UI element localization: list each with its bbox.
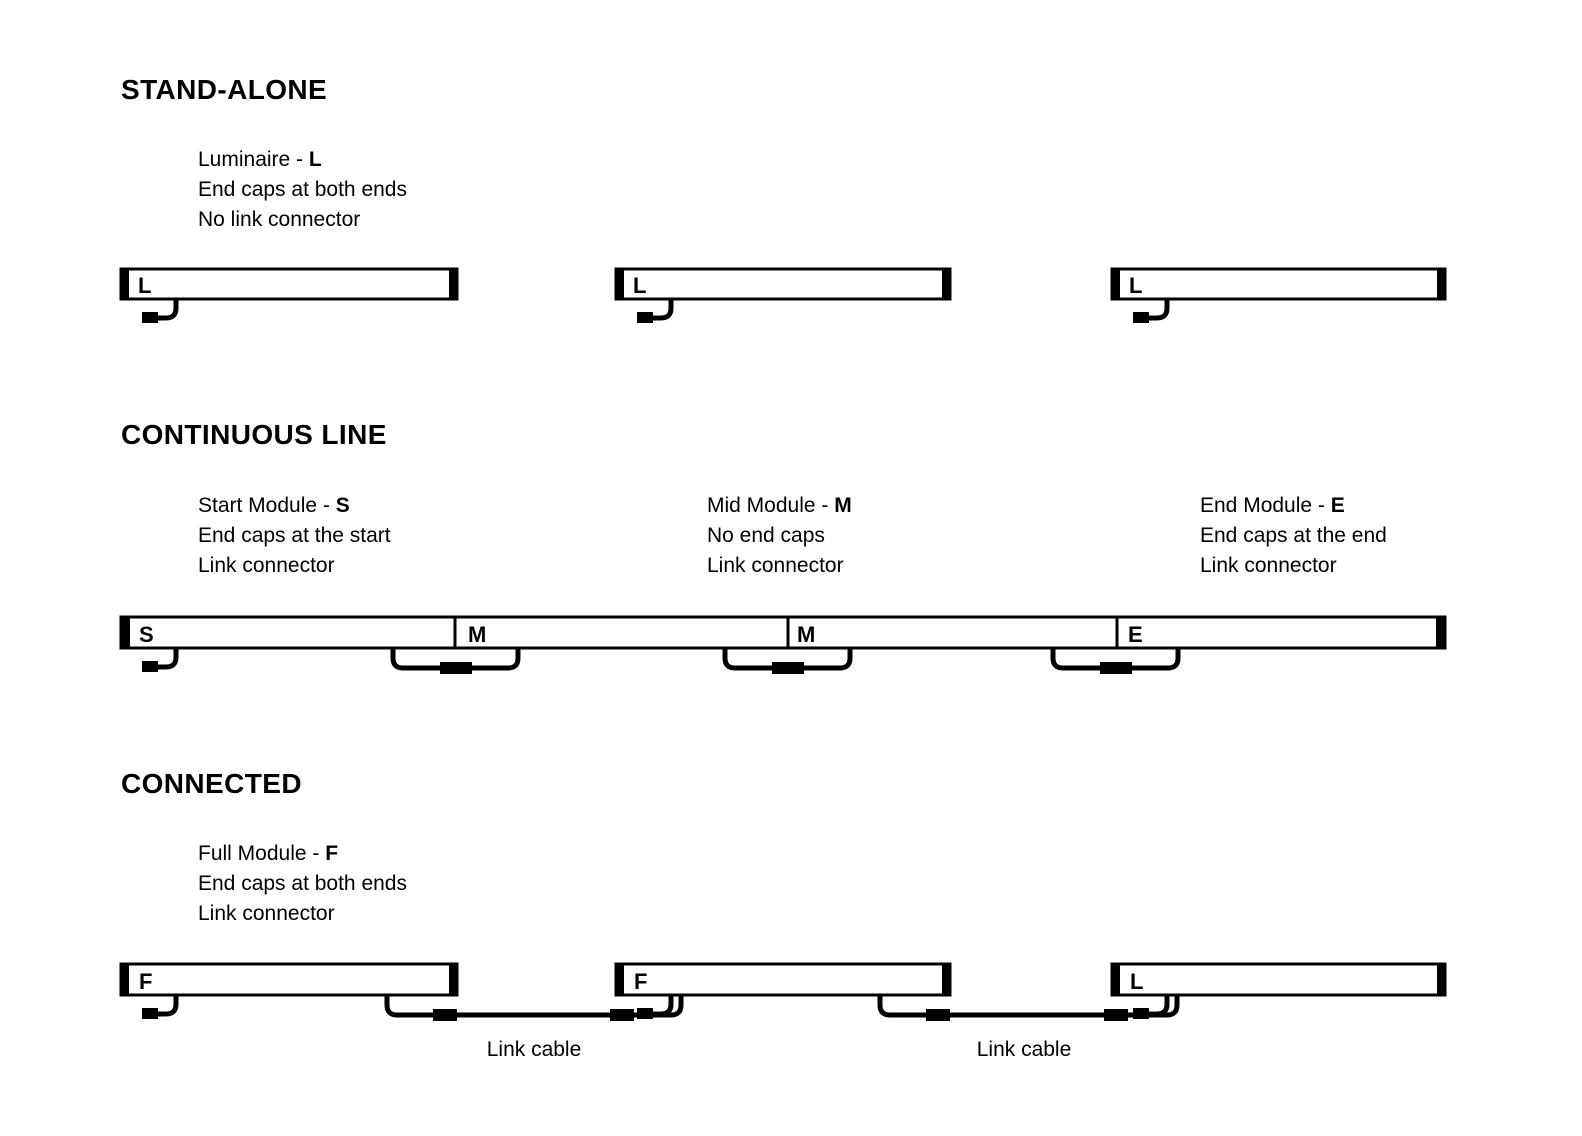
spec-line-endcaps: End caps at the start [198,524,391,547]
module-letter: E [1128,622,1143,647]
tail-cable [650,995,674,1017]
section-title-connected: CONNECTED [121,768,302,799]
end-cap-right [449,964,457,995]
link-cable-plug [1104,1009,1128,1021]
end-cap-right [1436,617,1445,648]
tail-cable [155,995,179,1017]
luminaire-stand-alone-2: L [614,267,952,323]
luminaire-connected-1: F [119,962,459,1019]
spec-line-title-code: F [325,842,339,865]
module-letter: F [139,969,152,994]
section-title-stand-alone: STAND-ALONE [121,74,328,105]
link-cable-label-2: Link cable [976,1038,1072,1061]
link-connector-plug [772,662,804,674]
cable-plug [637,312,653,323]
luminaire-connected-2: F [614,962,952,1019]
module-letter: L [1130,969,1143,994]
end-cap-right [1437,269,1445,299]
luminaire-body [1110,962,1447,997]
spec-line-title-prefix: Mid Module - [707,494,835,517]
link-cable-label-1: Link cable [486,1038,582,1061]
tail-cable [1146,299,1170,321]
link-cable-2 [877,995,1180,1021]
spec-line-connector: Link connector [707,554,844,577]
module-letter: L [138,273,151,298]
module-letter: S [139,622,154,647]
spec-line-title-prefix: End Module - [1200,494,1331,517]
luminaire-body [1110,267,1447,301]
module-letter: L [1129,273,1142,298]
spec-line-title: Full Module - F [198,839,407,869]
tail-cable [155,299,179,321]
spec-line-connector: Link connector [198,554,335,577]
tail-cable [1146,995,1170,1017]
end-cap-right [449,269,457,299]
spec-line-endcaps: End caps at the end [1200,524,1387,547]
end-cap-left [121,269,129,299]
luminaire-stand-alone-1: L [119,267,459,323]
luminaire-connected-3: L [1110,962,1447,1019]
link-cable-path [877,995,1167,1018]
spec-line-title-prefix: Full Module - [198,842,326,865]
spec-block-full-module: Full Module - F End caps at both ends Li… [198,839,407,929]
spec-line-endcaps: End caps at both ends [198,178,407,201]
link-cable-plug [610,1009,634,1021]
luminaire-body [614,962,952,997]
link-cable-1 [384,995,684,1021]
cable-plug [142,312,158,323]
spec-line-title-prefix: Luminaire - [198,148,309,171]
module-letter: L [633,273,646,298]
spec-line-title-prefix: Start Module - [198,494,336,517]
cable-plug [142,1008,158,1019]
end-cap-left [1112,269,1120,299]
spec-line-title: Mid Module - M [707,491,852,521]
luminaire-body [614,267,952,301]
spec-line-connector: Link connector [198,902,335,925]
end-cap-left [616,269,624,299]
link-cable-plug [433,1009,457,1021]
link-cable-plug [926,1009,950,1021]
spec-line-title-code: L [308,148,322,171]
link-cable-path-end [1166,995,1180,1018]
luminaire-body [119,267,459,301]
spec-line-connector: No link connector [198,208,361,231]
spec-block-start-module: Start Module - S End caps at the start L… [198,491,391,581]
end-cap-left [616,964,624,995]
end-cap-right [942,269,950,299]
continuous-line-body [119,615,1447,650]
tail-cable [155,648,179,670]
end-cap-right [942,964,950,995]
module-letter: F [634,969,647,994]
spec-line-endcaps: End caps at both ends [198,872,407,895]
spec-block-luminaire: Luminaire - L End caps at both ends No l… [198,145,407,235]
spec-block-end-module: End Module - E End caps at the end Link … [1200,491,1387,581]
end-cap-right [1437,964,1445,995]
end-cap-left [1112,964,1120,995]
module-letter: M [797,622,815,647]
spec-line-title-code: E [1330,494,1345,517]
spec-line-title-code: M [834,494,852,517]
spec-line-title: End Module - E [1200,491,1387,521]
link-connector-plug [440,662,472,674]
end-cap-left [121,617,130,648]
luminaire-stand-alone-3: L [1110,267,1447,323]
link-cable-path-end [670,995,684,1018]
module-letter: M [468,622,486,647]
spec-block-mid-module: Mid Module - M No end caps Link connecto… [707,491,852,581]
link-connector-plug [1100,662,1132,674]
spec-line-title: Start Module - S [198,491,391,521]
continuous-line-assembly: S M M E [119,615,1447,674]
spec-line-title: Luminaire - L [198,145,407,175]
end-cap-left [121,964,129,995]
spec-line-title-code: S [335,494,350,517]
link-cable-path [384,995,671,1018]
tail-cable [650,299,674,321]
cable-plug [1133,312,1149,323]
luminaire-body [119,962,459,997]
section-title-continuous-line: CONTINUOUS LINE [121,419,387,450]
spec-line-connector: Link connector [1200,554,1337,577]
cable-plug [142,661,158,672]
spec-line-endcaps: No end caps [707,524,825,547]
